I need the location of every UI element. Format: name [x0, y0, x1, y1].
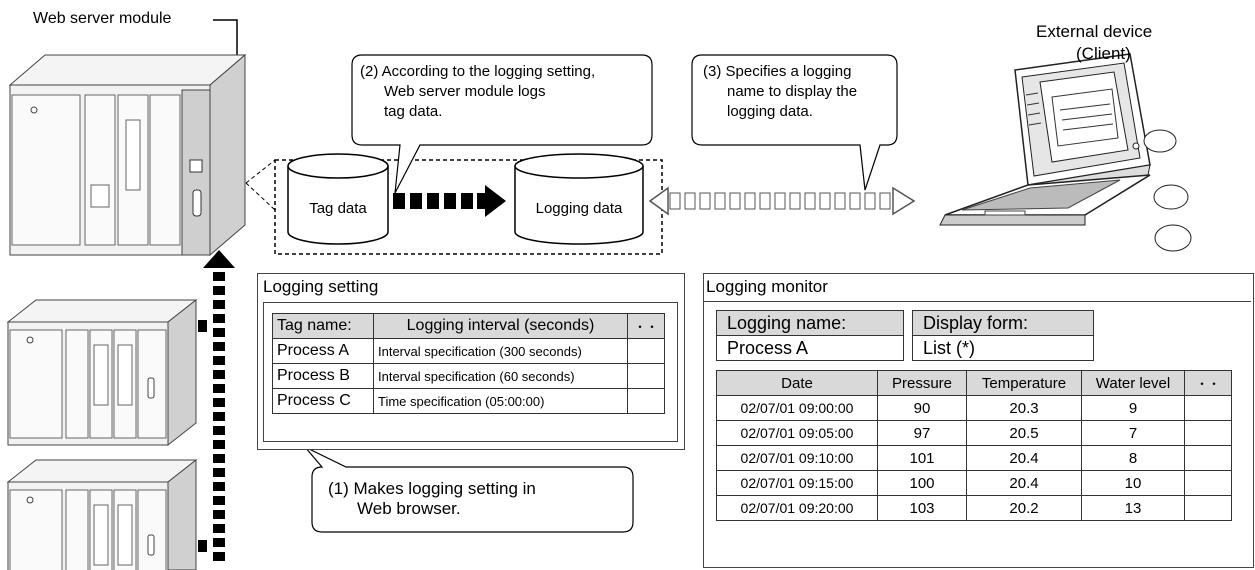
callout-2-line-1: (2) According to the logging setting, — [360, 63, 596, 80]
logging-setting-header-row: Tag name: Logging interval (seconds) ・・ — [272, 313, 665, 339]
callout-1-line-2: Web browser. — [357, 499, 461, 518]
water-level-cell: 7 — [1081, 420, 1185, 446]
table-row[interactable]: Process A Interval specification (300 se… — [272, 338, 665, 364]
table-row[interactable]: Process B Interval specification (60 sec… — [272, 363, 665, 389]
interval-cell: Interval specification (300 seconds) — [373, 338, 628, 364]
date-cell: 02/07/01 09:00:00 — [716, 395, 878, 421]
extra-cell — [1184, 395, 1232, 421]
water-level-cell: 10 — [1081, 470, 1185, 496]
logging-name-field[interactable]: Process A — [716, 335, 904, 361]
callout-3-balloon — [691, 54, 898, 191]
extra-cell — [1184, 420, 1232, 446]
logging-name-label: Logging name: — [716, 310, 904, 336]
extra-cell — [1184, 470, 1232, 496]
plc-rack-station-2 — [6, 458, 198, 570]
tag-data-cylinder — [287, 153, 389, 245]
callout-2-text: (2) According to the logging setting, We… — [360, 62, 595, 122]
temperature-cell: 20.5 — [966, 420, 1082, 446]
callout-3-line-3: logging data. — [727, 103, 813, 120]
header-water-level: Water level — [1081, 370, 1185, 396]
temperature-cell: 20.4 — [966, 445, 1082, 471]
plc-rack-station-1 — [6, 298, 198, 447]
callout-1-balloon — [304, 446, 634, 533]
pressure-cell: 100 — [877, 470, 967, 496]
collect-arrow — [198, 250, 235, 561]
display-form-label: Display form: — [912, 310, 1094, 336]
water-level-cell: 8 — [1081, 445, 1185, 471]
logging-monitor-header-row: Date Pressure Temperature Water level ・・ — [716, 370, 1232, 396]
plc-rack-web-server — [8, 53, 247, 257]
external-device-label: External device — [1036, 22, 1153, 41]
header-more: ・・ — [1184, 370, 1232, 396]
logging-setting-panel: Logging setting Tag name: Logging interv… — [257, 273, 685, 450]
logging-monitor-title: Logging monitor — [706, 277, 828, 296]
logging-monitor-inner — [704, 301, 1251, 566]
logging-monitor-table: Date Pressure Temperature Water level ・・… — [716, 370, 1232, 521]
extra-cell — [627, 388, 665, 414]
date-cell: 02/07/01 09:20:00 — [716, 495, 878, 521]
extra-cell — [1184, 495, 1232, 521]
logging-monitor-panel: Logging monitor Logging name: Process A … — [703, 273, 1254, 568]
header-pressure: Pressure — [877, 370, 967, 396]
interval-cell: Interval specification (60 seconds) — [373, 363, 628, 389]
extra-cell — [627, 338, 665, 364]
date-cell: 02/07/01 09:10:00 — [716, 445, 878, 471]
callout-3-line-1: (3) Specifies a logging — [703, 63, 852, 80]
table-row[interactable]: 02/07/01 09:20:00 103 20.2 13 — [716, 495, 1232, 521]
callout-1-text: (1) Makes logging setting in Web browser… — [328, 479, 536, 519]
display-form-field[interactable]: List (*) — [912, 335, 1094, 361]
callout-2-line-3: tag data. — [384, 103, 443, 120]
callout-1-line-1: (1) Makes logging setting in — [328, 479, 536, 498]
logging-flow-arrow — [393, 185, 506, 217]
laptop-illustration — [939, 53, 1192, 252]
callout-3-text: (3) Specifies a logging name to display … — [703, 62, 857, 122]
table-row[interactable]: Process C Time specification (05:00:00) — [272, 388, 665, 414]
extra-cell — [627, 363, 665, 389]
logging-data-label: Logging data — [535, 200, 623, 217]
client-label: (Client) — [1076, 44, 1131, 63]
tag-name-cell: Process C — [272, 388, 374, 414]
interval-cell: Time specification (05:00:00) — [373, 388, 628, 414]
date-cell: 02/07/01 09:05:00 — [716, 420, 878, 446]
table-row[interactable]: 02/07/01 09:10:00 101 20.4 8 — [716, 445, 1232, 471]
pressure-cell: 90 — [877, 395, 967, 421]
water-level-cell: 13 — [1081, 495, 1185, 521]
logging-data-cylinder — [514, 153, 644, 245]
extra-cell — [1184, 445, 1232, 471]
table-row[interactable]: 02/07/01 09:00:00 90 20.3 9 — [716, 395, 1232, 421]
logging-setting-title: Logging setting — [263, 277, 379, 296]
pressure-cell: 103 — [877, 495, 967, 521]
water-level-cell: 9 — [1081, 395, 1185, 421]
pressure-cell: 97 — [877, 420, 967, 446]
client-exchange-arrow — [648, 186, 916, 216]
table-row[interactable]: 02/07/01 09:05:00 97 20.5 7 — [716, 420, 1232, 446]
tag-name-cell: Process B — [272, 363, 374, 389]
header-temperature: Temperature — [966, 370, 1082, 396]
callout-2-balloon — [351, 54, 653, 194]
logging-setting-table: Tag name: Logging interval (seconds) ・・ … — [272, 313, 665, 414]
date-cell: 02/07/01 09:15:00 — [716, 470, 878, 496]
header-more: ・・ — [627, 313, 665, 339]
tag-data-label: Tag data — [309, 200, 367, 217]
temperature-cell: 20.2 — [966, 495, 1082, 521]
table-row[interactable]: 02/07/01 09:15:00 100 20.4 10 — [716, 470, 1232, 496]
callout-2-line-2: Web server module logs — [384, 83, 546, 100]
pressure-cell: 101 — [877, 445, 967, 471]
header-logging-interval: Logging interval (seconds) — [373, 313, 628, 339]
web-server-module-label: Web server module — [33, 10, 172, 27]
logging-setting-inner — [263, 302, 678, 442]
temperature-cell: 20.3 — [966, 395, 1082, 421]
temperature-cell: 20.4 — [966, 470, 1082, 496]
header-date: Date — [716, 370, 878, 396]
callout-3-line-2: name to display the — [727, 83, 858, 100]
tag-name-cell: Process A — [272, 338, 374, 364]
header-tag-name: Tag name: — [272, 313, 374, 339]
